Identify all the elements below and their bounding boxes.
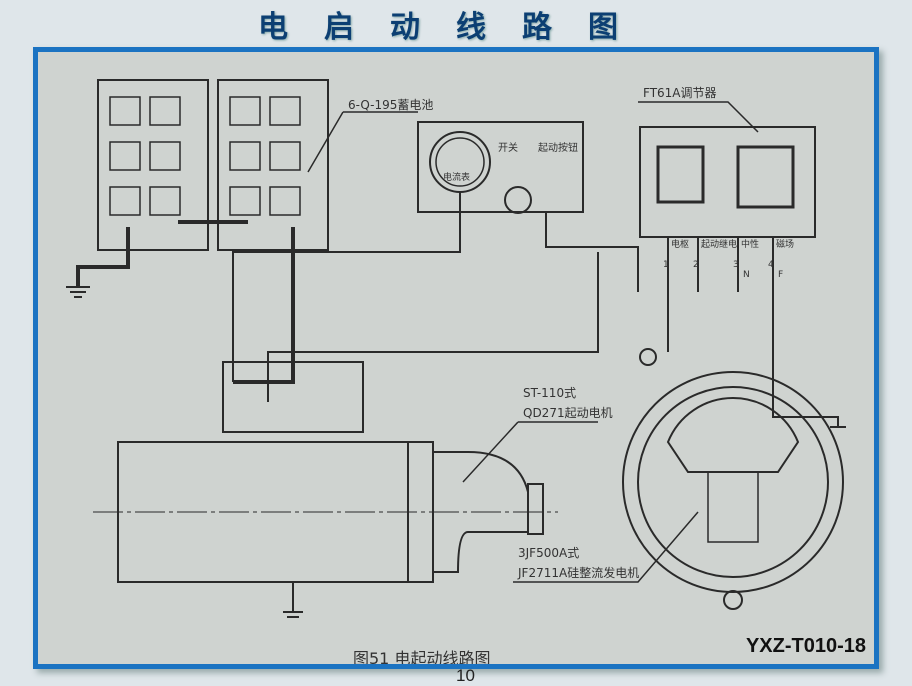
regulator-label: FT61A调节器 bbox=[643, 86, 717, 100]
terminal-3-num: 3 bbox=[733, 260, 739, 270]
switch-label: 开关 bbox=[498, 141, 518, 154]
slide-title: 电启动线路图 bbox=[258, 10, 654, 45]
starter-model-label: ST-110式 bbox=[523, 386, 576, 400]
diagram-frame: 6-Q-195蓄电池 电流表 开关 起动按钮 FT61A调节器 电枢 1 起动继… bbox=[33, 47, 879, 669]
regulator bbox=[639, 126, 816, 402]
terminal-4-num: 4 bbox=[768, 260, 774, 270]
alternator-name-label: JF2711A硅整流发电机 bbox=[517, 565, 639, 580]
battery bbox=[66, 79, 329, 384]
battery-label: 6-Q-195蓄电池 bbox=[348, 98, 433, 112]
terminal-4-name: 磁场 bbox=[776, 238, 794, 250]
start-button-label: 起动按钮 bbox=[538, 141, 578, 154]
terminal-4-sym: F bbox=[778, 270, 783, 280]
switch-panel bbox=[232, 121, 639, 382]
alternator bbox=[622, 348, 846, 610]
terminal-1-name: 电枢 bbox=[671, 238, 689, 250]
slide-code: YXZ-T010-18 bbox=[745, 635, 866, 657]
starter-name-label: QD271起动电机 bbox=[523, 406, 613, 420]
page-number: 10 bbox=[456, 666, 475, 685]
terminal-1-num: 1 bbox=[663, 260, 669, 270]
terminal-2-num: 2 bbox=[693, 260, 699, 270]
diagram-caption: 图51 电起动线路图 bbox=[353, 649, 490, 664]
ammeter-label: 电流表 bbox=[443, 171, 470, 183]
alternator-model-label: 3JF500A式 bbox=[518, 546, 579, 560]
terminal-3-sym: N bbox=[743, 270, 750, 280]
starter-motor bbox=[93, 252, 599, 618]
wiring-diagram: 6-Q-195蓄电池 电流表 开关 起动按钮 FT61A调节器 电枢 1 起动继… bbox=[66, 79, 846, 664]
terminal-2-name: 起动继电 bbox=[701, 238, 737, 250]
terminal-3-name: 中性 bbox=[741, 238, 759, 250]
